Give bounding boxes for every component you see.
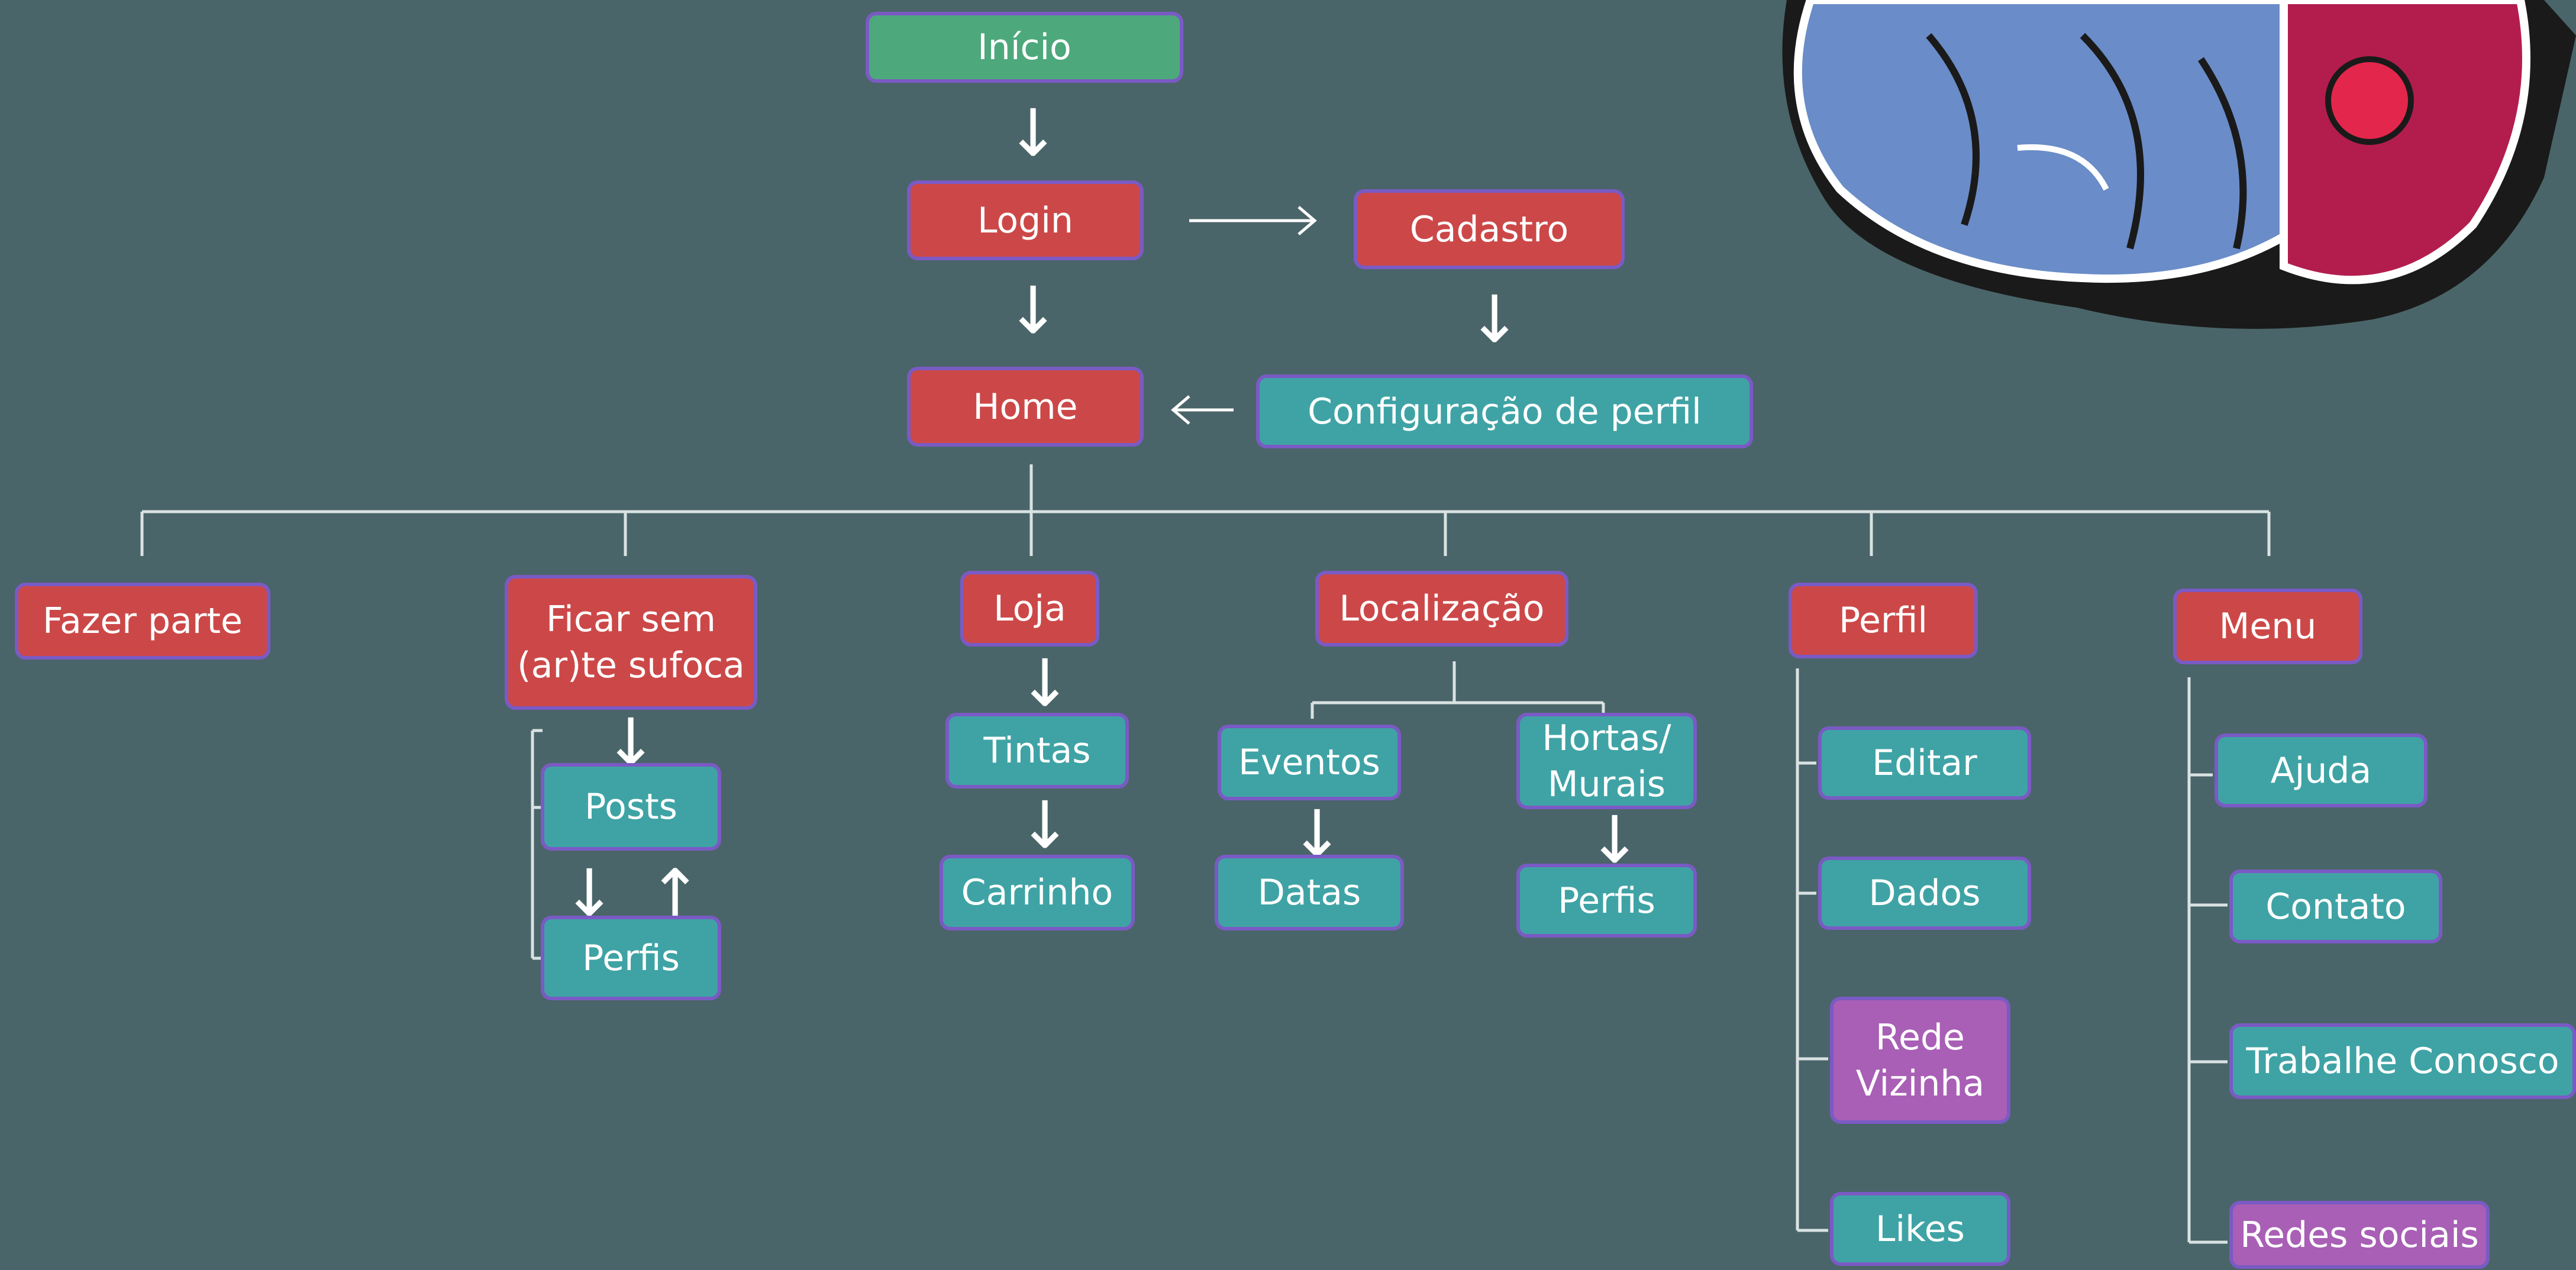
node-loja: Loja bbox=[960, 571, 1099, 647]
node-rede-vizinha: Rede Vizinha bbox=[1830, 997, 2010, 1124]
node-ajuda: Ajuda bbox=[2215, 733, 2427, 807]
node-fazer-parte: Fazer parte bbox=[15, 583, 270, 660]
node-cadastro: Cadastro bbox=[1354, 189, 1625, 269]
node-dados: Dados bbox=[1818, 857, 2031, 930]
node-menu: Menu bbox=[2173, 589, 2362, 664]
arrow-up-icon: ↑ bbox=[648, 855, 703, 931]
arrow-down-icon: ↓ bbox=[1467, 282, 1522, 357]
node-perfil: Perfil bbox=[1789, 583, 1978, 658]
node-inicio: Início bbox=[866, 12, 1183, 83]
node-loc-perfis: Perfis bbox=[1516, 864, 1697, 938]
node-posts: Posts bbox=[541, 763, 721, 851]
node-datas: Datas bbox=[1215, 855, 1404, 930]
node-tintas: Tintas bbox=[945, 713, 1129, 789]
node-ficar-perfis: Perfis bbox=[541, 916, 721, 1000]
arrow-down-icon: ↓ bbox=[1587, 802, 1642, 878]
arrow-down-icon: ↓ bbox=[1018, 645, 1073, 721]
node-ficar-sem-arte-sufoca: Ficar sem (ar)te sufoca bbox=[505, 575, 757, 710]
arrow-down-icon: ↓ bbox=[1006, 95, 1061, 171]
node-likes: Likes bbox=[1830, 1192, 2010, 1266]
arrow-down-icon: ↓ bbox=[1018, 787, 1073, 863]
node-hortas-murais: Hortas/ Murais bbox=[1516, 713, 1697, 809]
node-eventos: Eventos bbox=[1218, 725, 1401, 800]
node-editar: Editar bbox=[1818, 726, 2031, 800]
arrow-down-icon: ↓ bbox=[562, 855, 617, 931]
node-carrinho: Carrinho bbox=[940, 855, 1135, 930]
node-home: Home bbox=[907, 367, 1144, 447]
node-contato: Contato bbox=[2229, 870, 2442, 943]
node-redes-sociais: Redes sociais bbox=[2229, 1201, 2490, 1269]
node-configuracao-perfil: Configuração de perfil bbox=[1256, 374, 1753, 448]
arrow-down-icon: ↓ bbox=[1006, 273, 1061, 348]
logo-illustration bbox=[1782, 0, 2576, 329]
node-localizacao: Localização bbox=[1315, 571, 1568, 647]
node-trabalhe-conosco: Trabalhe Conosco bbox=[2229, 1023, 2576, 1099]
node-login: Login bbox=[907, 180, 1144, 260]
